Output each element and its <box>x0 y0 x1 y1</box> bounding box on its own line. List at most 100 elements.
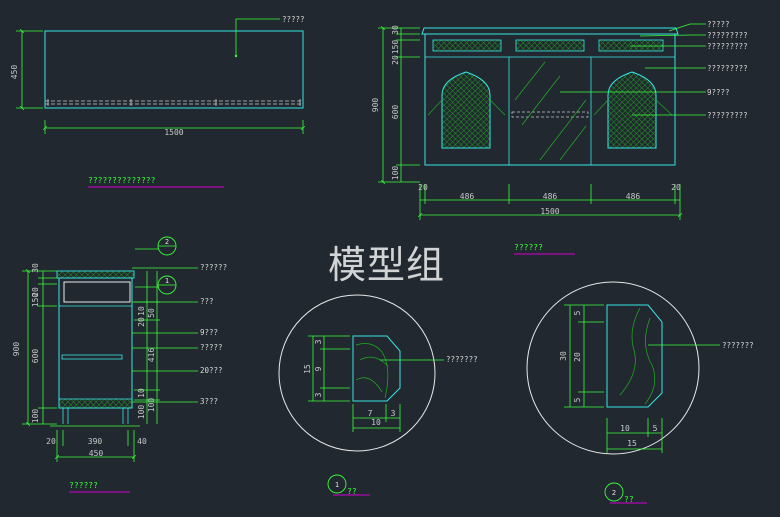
detail-1-dim-9: 9 <box>314 366 323 371</box>
side-title: ?????? <box>69 481 98 490</box>
detail-2-dim-15: 15 <box>627 439 637 448</box>
side-body <box>58 277 133 409</box>
side-callout-6: 3??? <box>200 397 218 406</box>
front-elevation: 30 150 20 600 100 900 20 486 486 486 20 … <box>371 20 748 255</box>
side-inner-100b: 100 <box>147 398 156 413</box>
side-callout-leaders <box>132 267 198 403</box>
detail-2-dim-5c: 5 <box>653 424 658 433</box>
side-inner-416: 416 <box>147 348 156 363</box>
front-drawer-panel <box>432 39 502 52</box>
front-total-height: 900 <box>371 98 380 113</box>
front-arched-door-left <box>441 71 491 149</box>
side-shelf <box>61 354 123 360</box>
front-height-dim-lines <box>378 28 420 182</box>
side-total-width: 450 <box>89 449 104 458</box>
detail-1-dim-7: 7 <box>368 409 373 418</box>
side-inner-20: 20 <box>137 317 146 327</box>
side-section: 30 20 150 600 100 900 10 20 50 416 10 10… <box>12 236 227 493</box>
side-dim-150: 150 <box>31 293 40 308</box>
detail-1-marker-label: 1 <box>335 481 339 489</box>
side-callout-2: ??? <box>200 297 214 306</box>
plan-outline <box>44 30 304 109</box>
plan-leader <box>235 18 280 56</box>
front-dim-486-c: 486 <box>626 192 641 201</box>
front-dim-30: 30 <box>391 25 400 35</box>
front-drawer-panel <box>598 39 664 52</box>
plan-width-dim: 1500 <box>164 128 183 137</box>
front-dim-486-b: 486 <box>543 192 558 201</box>
side-callout-4: ????? <box>200 343 223 352</box>
front-width-dim-lines <box>420 184 680 220</box>
side-total-height: 900 <box>12 342 21 357</box>
side-inner-10b: 10 <box>137 388 146 398</box>
front-dim-20-right: 20 <box>671 183 681 192</box>
detail-1-dim-3c: 3 <box>391 409 396 418</box>
detail-2-circle <box>526 281 700 455</box>
detail-1-dim-15: 15 <box>303 364 312 374</box>
detail-1-callout: ??????? <box>446 355 478 364</box>
plan-dim-lines <box>16 31 303 134</box>
detail-1-molding <box>352 335 401 402</box>
front-dim-150: 150 <box>391 40 400 55</box>
front-callout-6: ????????? <box>707 111 748 120</box>
side-bottom-dim-lines <box>50 425 140 462</box>
side-top-slab <box>56 270 135 279</box>
detail-2-dim-10: 10 <box>620 424 630 433</box>
side-legs <box>62 408 129 424</box>
front-dim-20: 20 <box>391 55 400 65</box>
front-top-slab <box>421 27 679 35</box>
front-callout-3: ????????? <box>707 42 748 51</box>
side-dim-30: 30 <box>31 263 40 273</box>
front-shelf-hidden <box>511 111 589 118</box>
side-inner-10a: 10 <box>137 306 146 316</box>
side-dim-20-bottom: 20 <box>46 437 56 446</box>
section-marker-1-label: 1 <box>165 277 169 285</box>
front-leaders <box>560 23 706 116</box>
side-inner-50: 50 <box>147 308 156 318</box>
detail-2: 5 20 5 30 10 5 15 ??????? 2 ?? <box>526 281 754 504</box>
front-arched-door-right <box>607 71 657 149</box>
front-dim-486-a: 486 <box>460 192 475 201</box>
front-dim-600: 600 <box>391 105 400 120</box>
side-callout-5: 20??? <box>200 366 223 375</box>
detail-2-title: ?? <box>624 495 634 504</box>
detail-1: 3 9 3 15 7 3 10 ??????? 1 ?? <box>278 294 478 496</box>
side-dim-20: 20 <box>31 287 40 297</box>
front-callout-1: ????? <box>707 20 730 29</box>
plan-view: 450 1500 ????? ?????????????? <box>10 15 305 188</box>
detail-1-dim-10: 10 <box>371 418 381 427</box>
side-drawer <box>63 281 131 303</box>
front-panel-diagonals <box>427 99 673 116</box>
detail-2-marker <box>604 482 624 502</box>
front-glass-hatch <box>514 61 587 161</box>
side-dim-390: 390 <box>88 437 103 446</box>
plan-legs <box>47 99 301 106</box>
side-inner-100a: 100 <box>137 405 146 420</box>
side-left-dim-lines <box>22 271 57 424</box>
side-dim-100: 100 <box>31 409 40 424</box>
side-callout-1: ?????? <box>200 263 227 272</box>
watermark-text: 模型组 <box>328 243 446 287</box>
front-dim-20-left: 20 <box>418 183 428 192</box>
detail-2-dim-20: 20 <box>573 352 582 362</box>
front-dim-100: 100 <box>391 166 400 181</box>
detail-2-molding <box>606 304 663 408</box>
detail-2-dim-5b: 5 <box>573 397 582 402</box>
side-dim-600: 600 <box>31 349 40 364</box>
detail-2-marker-label: 2 <box>612 489 616 497</box>
front-title: ?????? <box>514 243 543 252</box>
plan-leader-dot <box>234 54 238 58</box>
front-drawer-panel <box>515 39 585 52</box>
detail-2-dim-lines <box>564 304 663 453</box>
detail-1-dim-lines <box>308 335 401 432</box>
detail-1-marker <box>327 474 347 494</box>
detail-1-dim-3a: 3 <box>314 339 323 344</box>
side-callout-3: 9??? <box>200 328 218 337</box>
side-plinth <box>58 398 133 409</box>
detail-2-dim-30: 30 <box>559 351 568 361</box>
front-callout-4: ????????? <box>707 64 748 73</box>
front-callout-5: 9???? <box>707 88 730 97</box>
detail-1-title: ?? <box>347 487 357 496</box>
